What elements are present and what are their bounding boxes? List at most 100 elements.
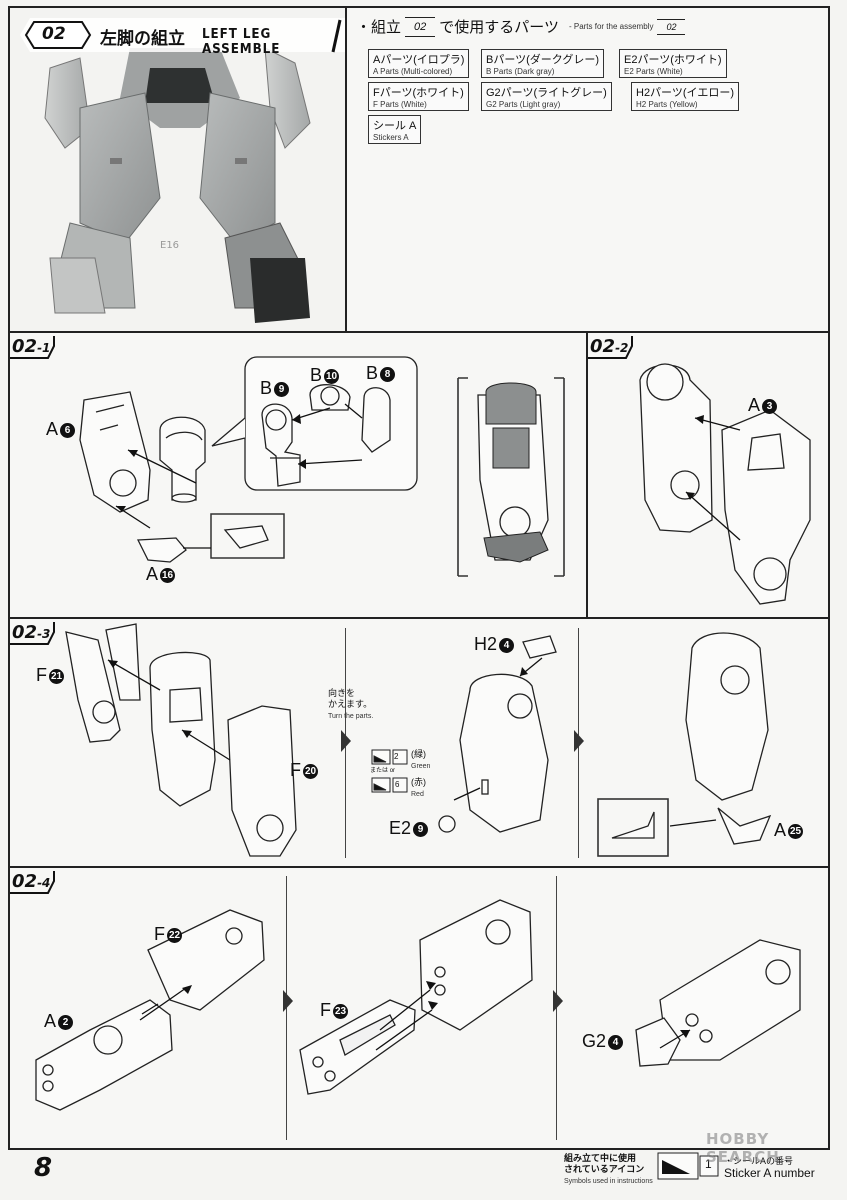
part-letter: F — [154, 924, 165, 944]
page-number: 8 — [34, 1153, 53, 1183]
part-number: 20 — [303, 764, 318, 779]
sticker-green-jp: (緑) — [411, 749, 426, 759]
divider — [8, 866, 830, 868]
step-number: 02 — [42, 24, 66, 44]
part-number: 9 — [413, 822, 429, 837]
part-en: A Parts (Multi-colored) — [373, 67, 453, 76]
part-letter: A — [774, 820, 787, 840]
part-number: 9 — [274, 382, 290, 397]
part-chip-a: Aパーツ(イロプラ)A Parts (Multi-colored) — [368, 49, 470, 78]
part-number: 3 — [762, 399, 778, 414]
part-letter: F — [320, 1000, 331, 1020]
title-jp: 左脚の組立 — [100, 29, 185, 49]
watermark: HOBBY SEARCH — [706, 1130, 780, 1166]
part-letter: F — [290, 760, 301, 780]
parts-title-sub: - Parts for the assembly — [568, 22, 654, 31]
parts-title-prefix: ・組立 — [356, 19, 402, 36]
step-banner: 02 左脚の組立 LEFT LEG ASSEMBLE — [20, 18, 346, 57]
parts-title-step: 02 — [405, 16, 436, 37]
part-en: Stickers A — [373, 133, 409, 142]
part-jp: Bパーツ(ダークグレー) — [486, 54, 600, 66]
part-letter: E2 — [389, 818, 412, 838]
part-chip-b: Bパーツ(ダークグレー)B Parts (Dark gray) — [481, 49, 605, 78]
title-en: LEFT LEG ASSEMBLE — [202, 27, 281, 57]
turn-note-jp: 向きを かえます。 — [328, 688, 373, 709]
icons-legend-jp: 組み立て中に使用 されているアイコン — [564, 1153, 645, 1174]
divider — [586, 331, 588, 618]
sticker-desc-jp: ・シールAの番号 — [724, 1156, 794, 1166]
sticker-green: (緑) Green — [411, 749, 430, 772]
sticker-red-en: Red — [411, 791, 424, 798]
part-letter: B — [310, 365, 323, 385]
part-chip-f: Fパーツ(ホワイト)F Parts (White) — [368, 82, 469, 111]
sticker-green-num: 2 — [394, 752, 399, 761]
part-jp: G2パーツ(ライトグレー) — [486, 87, 607, 99]
robot-legs-illustration: E16 — [10, 8, 346, 331]
part-jp: シール A — [373, 120, 417, 132]
sticker-desc-en: Sticker A number — [724, 1166, 815, 1180]
part-letter: A — [146, 564, 159, 584]
part-jp: H2パーツ(イエロー) — [636, 87, 735, 99]
part-en: B Parts (Dark gray) — [486, 67, 555, 76]
part-letter: B — [260, 378, 273, 398]
parts-sub-step: 02 — [657, 18, 686, 35]
part-number: 21 — [49, 669, 64, 684]
banner-bg — [20, 18, 346, 53]
part-en: F Parts (White) — [373, 100, 427, 109]
hero-figure: E16 02 左脚の組立 LEFT LEG ASSEMBLE — [10, 8, 346, 331]
part-number: 2 — [58, 1015, 74, 1030]
part-number: 25 — [788, 824, 804, 839]
sticker-green-en: Green — [411, 763, 431, 770]
svg-text:E16: E16 — [160, 240, 179, 251]
icons-legend-title: 組み立て中に使用 されているアイコン — [564, 1153, 644, 1175]
or-note: または or — [370, 766, 395, 777]
turn-parts-note: 向きを かえます。 Turn the parts. — [328, 688, 373, 722]
part-number: 10 — [324, 369, 340, 384]
divider — [8, 617, 830, 619]
part-number: 4 — [499, 638, 515, 653]
sticker-number: 1 — [705, 1157, 712, 1171]
part-chip-e2: E2パーツ(ホワイト)E2 Parts (White) — [619, 49, 727, 78]
step-number-badge: 02 — [28, 23, 84, 47]
part-chip-g2: G2パーツ(ライトグレー)G2 Parts (Light gray) — [481, 82, 612, 111]
part-en: G2 Parts (Light gray) — [486, 100, 561, 109]
part-number: 4 — [608, 1035, 624, 1050]
part-letter: H2 — [474, 634, 498, 654]
part-number: 22 — [167, 928, 182, 943]
part-en: E2 Parts (White) — [624, 67, 683, 76]
sticker-red-jp: (赤) — [411, 777, 426, 787]
part-number: 16 — [160, 568, 176, 583]
or-jp: または — [370, 768, 389, 774]
part-letter: B — [366, 363, 379, 383]
part-number: 8 — [380, 367, 396, 382]
part-jp: Aパーツ(イロプラ) — [373, 54, 465, 66]
turn-note-en: Turn the parts. — [328, 713, 374, 720]
icons-legend-en: Symbols used in instructions — [564, 1175, 653, 1187]
part-letter: G2 — [582, 1031, 607, 1051]
part-number: 23 — [333, 1004, 348, 1019]
part-jp: E2パーツ(ホワイト) — [624, 54, 722, 66]
sticker-red-num: 6 — [395, 780, 400, 789]
part-letter: F — [36, 665, 47, 685]
part-letter: A — [44, 1011, 57, 1031]
part-jp: Fパーツ(ホワイト) — [373, 87, 464, 99]
